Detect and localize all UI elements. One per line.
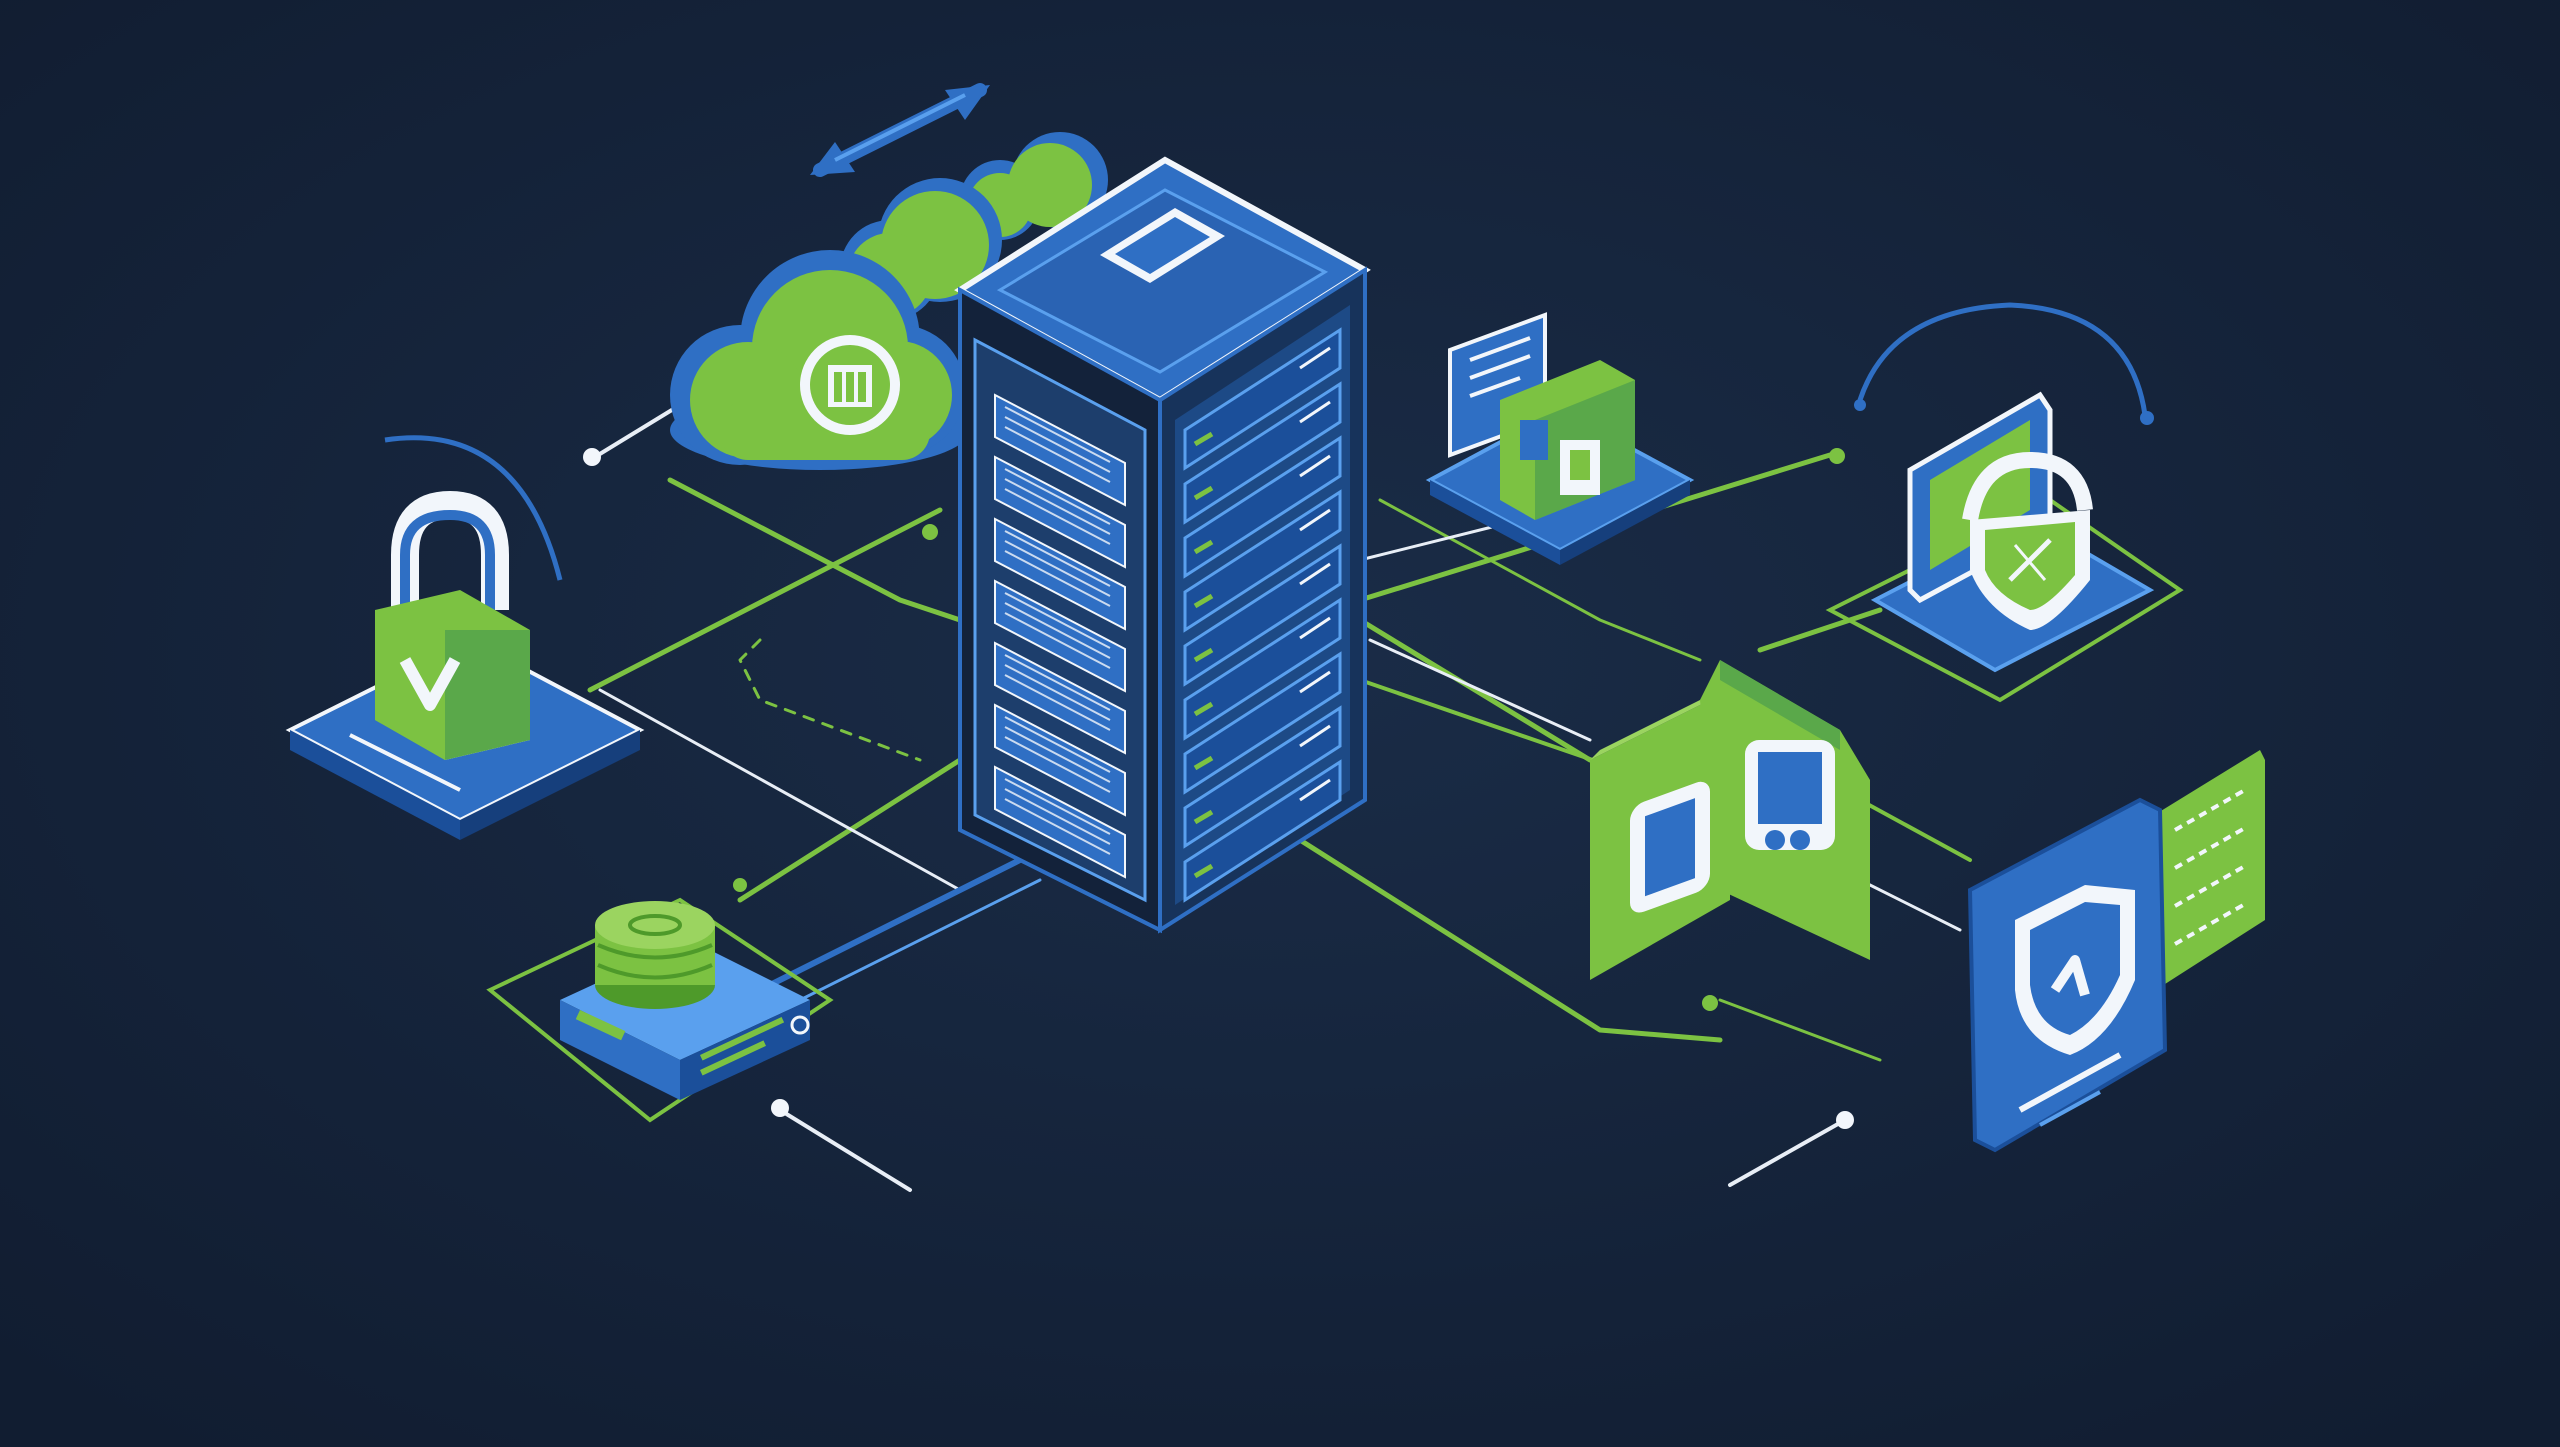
server-drive-bay (1183, 651, 1342, 795)
server-drive-bay (1183, 327, 1342, 471)
padlock-icon (375, 490, 530, 760)
server-drive-bay (1183, 543, 1342, 687)
server-screen-panels (994, 393, 1126, 879)
server-drive-bay (1183, 381, 1342, 525)
server-screen-panel (994, 393, 1126, 507)
data-transfer-arrows-icon (810, 83, 990, 177)
hard-drive-icon (560, 901, 810, 1100)
server-screen-panel (994, 703, 1126, 817)
signal-arc (384, 435, 563, 581)
server-drive-bay (1183, 489, 1342, 633)
server-drive-bay (1183, 705, 1342, 849)
server-drive-bay (1183, 435, 1342, 579)
server-screen-panel (994, 517, 1126, 631)
shield-card-icon (1967, 750, 2265, 1153)
server-top-chip-icon (1100, 208, 1225, 283)
server-drive-bays (1183, 327, 1342, 903)
server-screen-panel (994, 765, 1126, 879)
shield-lock-icon (1907, 391, 2093, 630)
signal-arc-right (1857, 302, 2148, 416)
cloud-server-emblem-icon (800, 335, 900, 435)
server-screen-panel (994, 579, 1126, 693)
document-board-icon (1448, 312, 1635, 520)
folder-icon (1590, 660, 1870, 980)
server-drive-bay (1183, 759, 1342, 903)
connection-lines (583, 403, 1972, 1192)
server-drive-bay (1183, 597, 1342, 741)
server-screen-panel (994, 641, 1126, 755)
server-screen-panel (994, 455, 1126, 569)
cloud-icon (670, 132, 1108, 470)
